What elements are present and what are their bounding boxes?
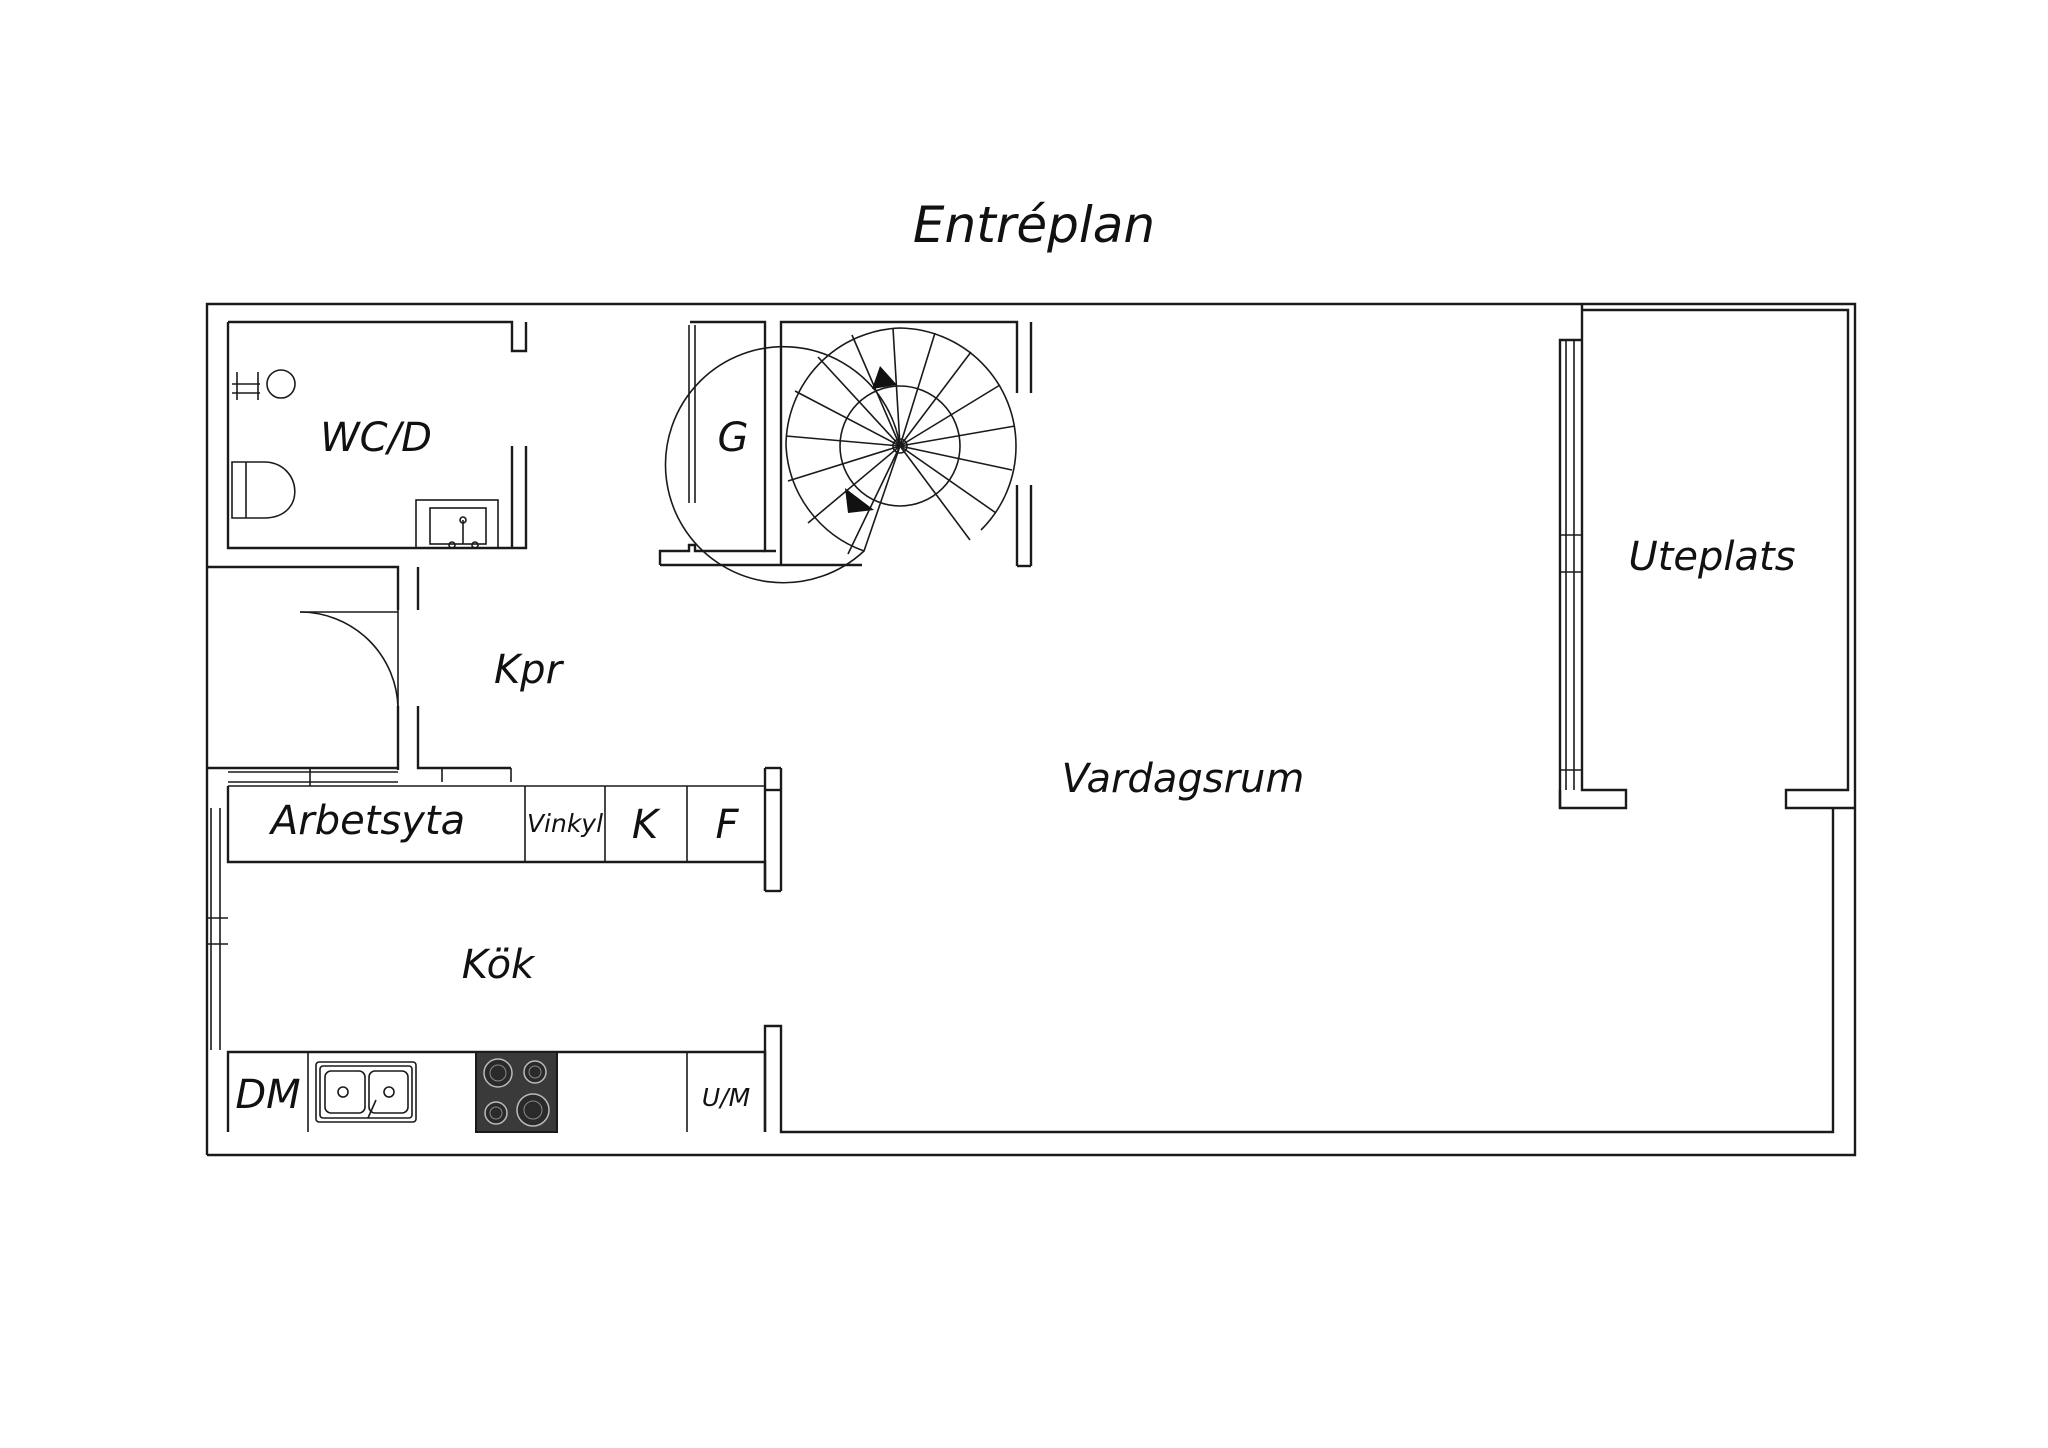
kitchen: Arbetsyta Vinkyl K F Kök DM U/M <box>207 766 767 1133</box>
spiral-staircase[interactable] <box>664 320 1033 584</box>
room-label-kpr: Kpr <box>494 647 565 693</box>
shower-icon <box>232 369 296 400</box>
bathroom-sink-icon <box>415 499 499 549</box>
stair-arrow-icon <box>845 488 874 513</box>
kitchen-counter-top: Arbetsyta Vinkyl K F <box>226 785 767 891</box>
kitchen-window <box>228 768 512 786</box>
living-room: Vardagsrum <box>763 756 1835 1134</box>
wc-room: WC/D <box>207 320 528 610</box>
kitchen-window <box>207 808 228 1050</box>
kitchen-sink-icon <box>315 1061 417 1123</box>
fixture-label-um: U/M <box>702 1083 750 1112</box>
fixture-label-arbetsyta: Arbetsyta <box>268 798 465 844</box>
closet-g: G <box>658 320 862 567</box>
plan-title: Entréplan <box>913 196 1155 254</box>
room-label-uteplats: Uteplats <box>1628 534 1795 580</box>
terrace: Uteplats <box>1558 304 1855 810</box>
room-label-kok: Kök <box>462 942 536 988</box>
stove-icon <box>475 1051 558 1133</box>
room-label-g: G <box>718 415 749 461</box>
room-label-vardagsrum: Vardagsrum <box>1062 756 1305 802</box>
fixture-label-vinkyl: Vinkyl <box>527 809 603 838</box>
terrace-door-window[interactable] <box>1560 340 1582 790</box>
kitchen-counter-bottom: DM U/M <box>226 1050 767 1133</box>
fixture-label-k: K <box>632 802 661 848</box>
room-label-wc-d: WC/D <box>320 415 432 461</box>
stair-arrow-icon <box>872 366 897 389</box>
fixture-label-dm: DM <box>235 1072 300 1118</box>
toilet-icon <box>231 461 296 519</box>
outer-walls <box>205 302 1857 1157</box>
fixture-label-f: F <box>715 802 739 848</box>
entrance-door[interactable] <box>299 610 511 770</box>
